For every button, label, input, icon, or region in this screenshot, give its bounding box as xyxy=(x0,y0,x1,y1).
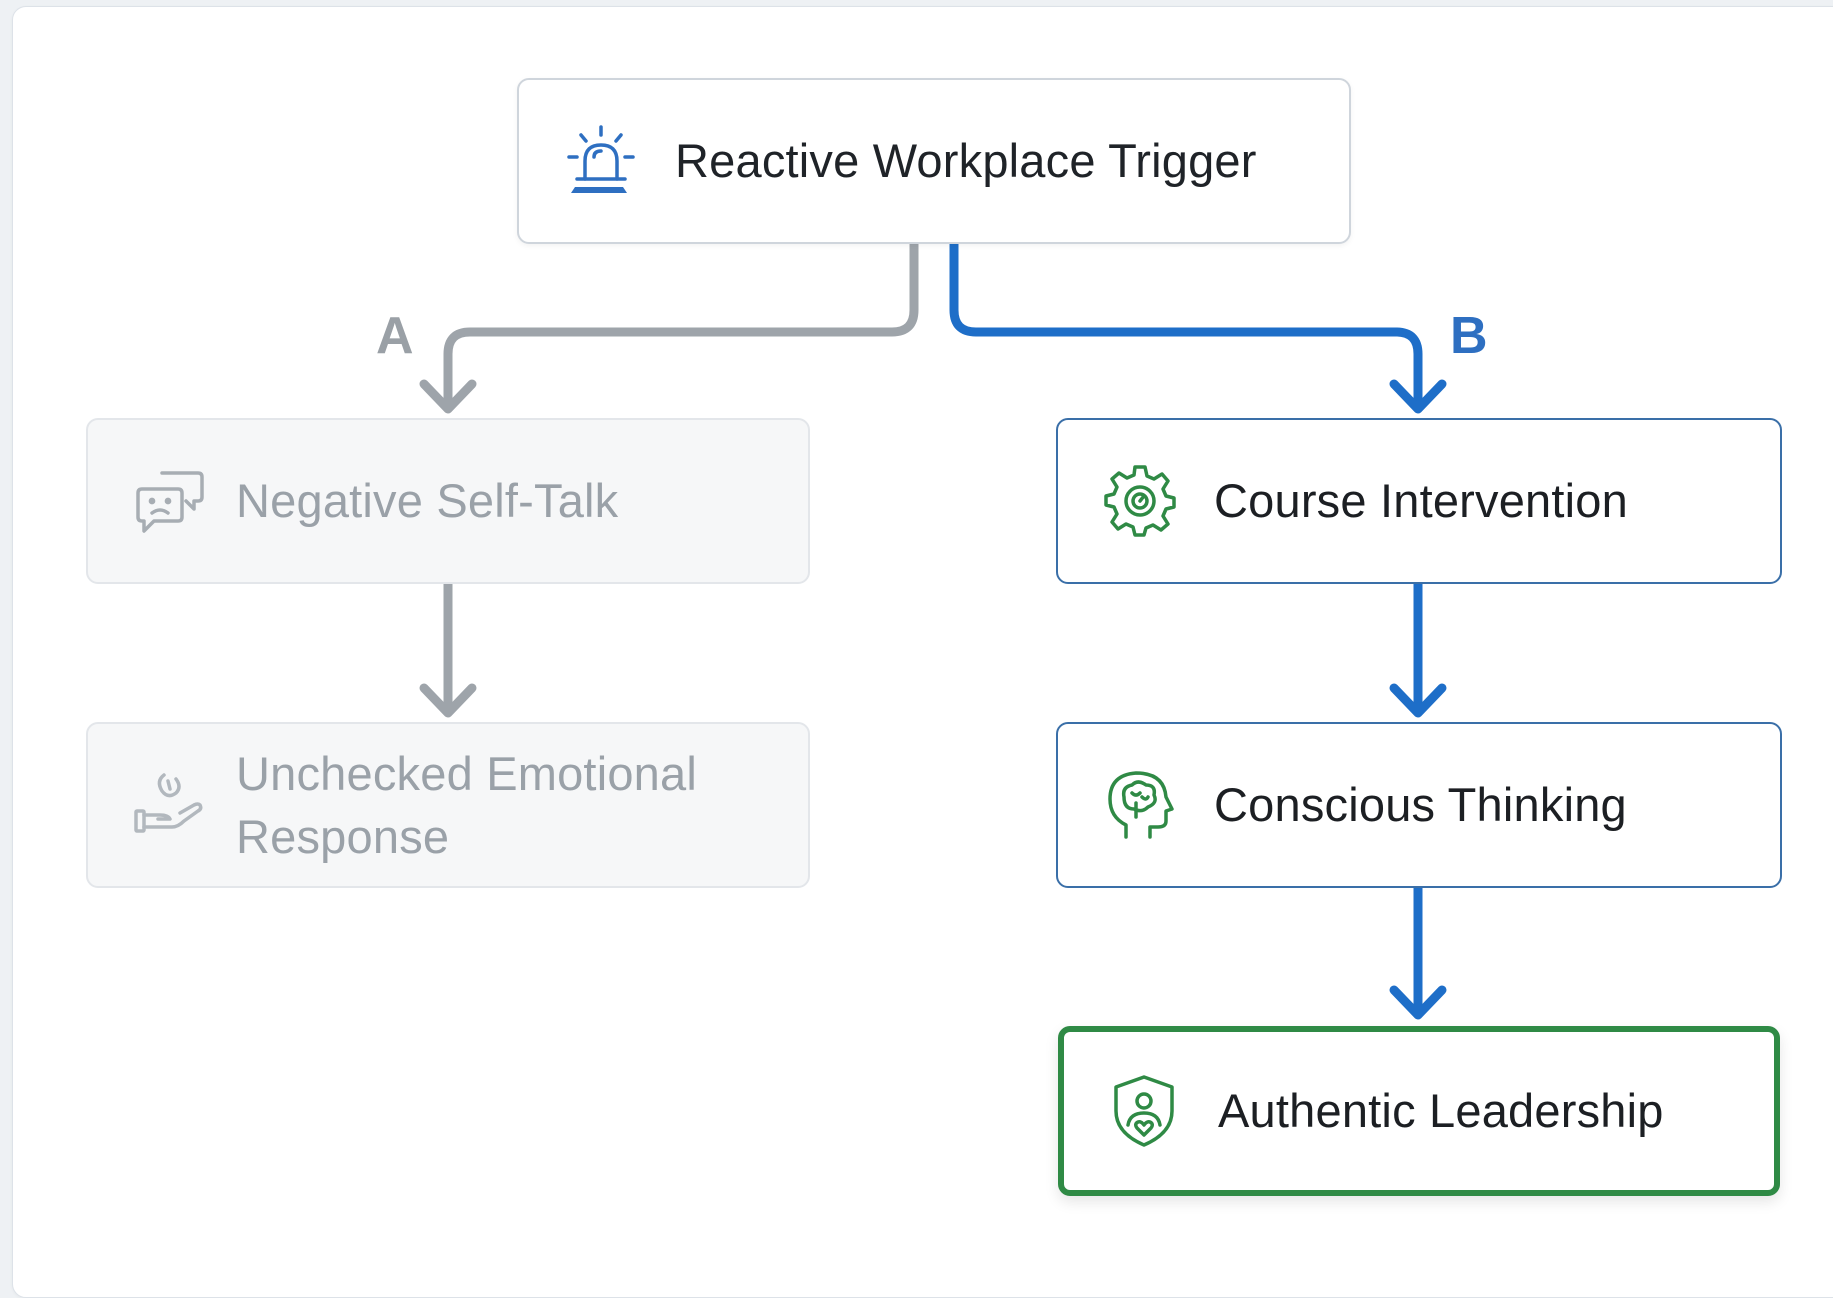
authentic-leadership-label: Authentic Leadership xyxy=(1218,1084,1664,1138)
branch-label-a: A xyxy=(376,307,414,365)
course-intervention-label: Course Intervention xyxy=(1214,474,1628,528)
trigger-label: Reactive Workplace Trigger xyxy=(675,134,1257,188)
alarm-bell-icon xyxy=(563,123,639,199)
unchecked-emotional-response-label: Unchecked Emotional Response xyxy=(236,746,697,863)
unchecked-emotional-response-node: Unchecked Emotional Response xyxy=(86,722,810,888)
course-intervention-node: Course Intervention xyxy=(1056,418,1782,584)
trigger-node: Reactive Workplace Trigger xyxy=(517,78,1351,244)
hand-emotion-icon xyxy=(132,767,208,843)
authentic-leadership-node: Authentic Leadership xyxy=(1058,1026,1780,1196)
negative-self-talk-node: Negative Self-Talk xyxy=(86,418,810,584)
conscious-thinking-label: Conscious Thinking xyxy=(1214,778,1627,832)
gear-icon xyxy=(1102,463,1178,539)
chat-bubbles-icon xyxy=(132,463,208,539)
brain-head-icon xyxy=(1102,767,1178,843)
shield-person-icon xyxy=(1106,1073,1182,1149)
branch-label-b: B xyxy=(1450,307,1488,365)
negative-self-talk-label: Negative Self-Talk xyxy=(236,474,619,528)
conscious-thinking-node: Conscious Thinking xyxy=(1056,722,1782,888)
